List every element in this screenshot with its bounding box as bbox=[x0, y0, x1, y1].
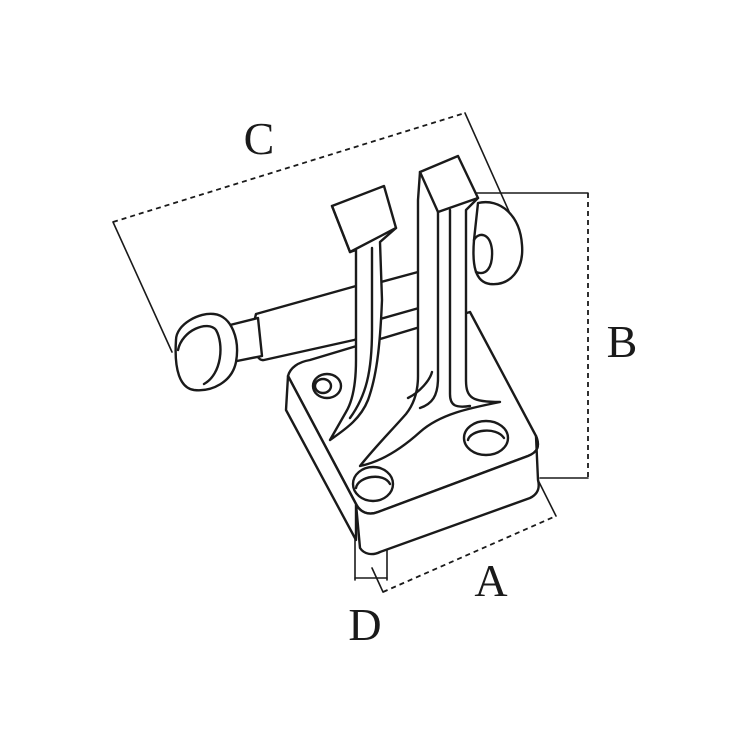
right-pin-head bbox=[472, 200, 524, 286]
dimension-a-line bbox=[382, 515, 557, 593]
left-upright-inner-line bbox=[348, 246, 374, 420]
hole-front-right-inner bbox=[466, 429, 506, 442]
hole-back-left-inner bbox=[313, 377, 333, 395]
right-knob bbox=[472, 200, 524, 286]
base-plate-left-face bbox=[284, 374, 358, 542]
right-upright bbox=[358, 154, 502, 468]
base-plate-front-face bbox=[354, 434, 540, 556]
left-upright-top-edge bbox=[348, 226, 398, 254]
left-knob bbox=[174, 312, 239, 392]
right-upright-body bbox=[358, 154, 502, 468]
hole-back-left bbox=[311, 372, 343, 400]
dimension-c-extension-left bbox=[112, 221, 173, 353]
mounting-holes bbox=[311, 372, 510, 503]
dimension-c-label: C bbox=[244, 113, 275, 164]
left-upright-body bbox=[328, 184, 398, 442]
left-upright bbox=[328, 184, 398, 442]
right-upright-fillet bbox=[406, 370, 434, 400]
dimension-d-label: D bbox=[348, 599, 381, 650]
dimension-b bbox=[475, 192, 589, 479]
dimension-c-line bbox=[112, 112, 466, 223]
hole-front-left bbox=[351, 465, 395, 503]
dimension-a-extension-left bbox=[371, 567, 384, 593]
right-upright-inner-line bbox=[418, 210, 440, 410]
hole-front-left-inner bbox=[354, 475, 392, 490]
left-knob-inner bbox=[176, 324, 222, 386]
dimension-a-label: A bbox=[474, 555, 507, 606]
hole-front-right bbox=[462, 419, 510, 457]
right-knob-inner bbox=[472, 233, 494, 275]
right-upright-side-line bbox=[448, 208, 472, 408]
dimension-b-label: B bbox=[607, 316, 638, 367]
left-upright-edge bbox=[330, 204, 352, 254]
